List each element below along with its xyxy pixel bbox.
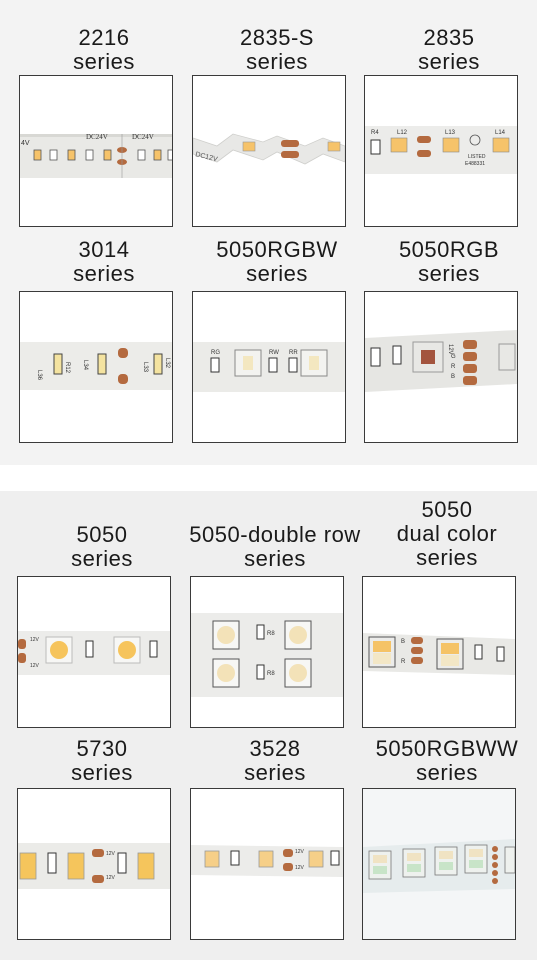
led-chip <box>67 149 76 161</box>
svg-text:L36: L36 <box>36 370 42 381</box>
svg-text:LISTED: LISTED <box>468 154 486 160</box>
svg-text:12V: 12V <box>30 637 40 643</box>
led-chip <box>33 149 42 161</box>
svg-text:12V: 12V <box>106 851 116 857</box>
svg-text:4V: 4V <box>21 140 30 147</box>
svg-text:R8: R8 <box>267 671 275 677</box>
product-photo: 12V 12V <box>17 576 171 728</box>
product-photo: RG RW RR <box>192 291 346 443</box>
svg-text:B: B <box>401 639 405 645</box>
svg-text:L33: L33 <box>142 362 148 373</box>
product-photo: 12V 12V <box>17 788 171 940</box>
product-photo: B R <box>362 576 516 728</box>
product-photo: 12V 12V <box>190 788 344 940</box>
svg-text:G: G <box>451 354 456 360</box>
svg-text:B: B <box>451 374 455 380</box>
svg-text:L32: L32 <box>164 358 170 369</box>
product-photo <box>362 788 516 940</box>
svg-text:R: R <box>451 364 456 370</box>
led-chip <box>103 149 112 161</box>
svg-text:E488331: E488331 <box>465 161 485 167</box>
svg-text:R12: R12 <box>64 362 70 374</box>
product-photo: R8 R8 <box>190 576 344 728</box>
svg-text:R: R <box>401 659 406 665</box>
led-chip <box>167 149 172 161</box>
svg-text:L14: L14 <box>495 130 506 136</box>
svg-text:RR: RR <box>289 350 298 356</box>
svg-text:12V: 12V <box>106 875 116 881</box>
svg-text:12V: 12V <box>295 865 305 871</box>
svg-text:12V: 12V <box>447 344 453 355</box>
svg-text:L34: L34 <box>82 360 88 371</box>
svg-text:RG: RG <box>211 350 220 356</box>
product-photo: 4V DC24V DC24V <box>19 75 173 227</box>
svg-text:RW: RW <box>269 350 279 356</box>
led-chip <box>85 149 94 161</box>
led-chip <box>137 149 146 161</box>
led-chip <box>153 149 162 161</box>
svg-text:L13: L13 <box>445 130 456 136</box>
svg-text:12V: 12V <box>295 849 305 855</box>
product-photo: DC12V <box>192 75 346 227</box>
svg-text:L12: L12 <box>397 130 408 136</box>
product-photo: 12V G R B <box>364 291 518 443</box>
product-photo: R4 L12 L13 L14 LISTED E488331 <box>364 75 518 227</box>
svg-text:DC24V: DC24V <box>132 133 154 141</box>
svg-text:12V: 12V <box>30 663 40 669</box>
section-divider <box>0 465 537 491</box>
led-chip <box>49 149 58 161</box>
svg-text:R8: R8 <box>267 631 275 637</box>
svg-text:R4: R4 <box>371 130 379 136</box>
product-photo: L36 R12 L34 L33 L32 <box>19 291 173 443</box>
svg-text:DC24V: DC24V <box>86 133 108 141</box>
